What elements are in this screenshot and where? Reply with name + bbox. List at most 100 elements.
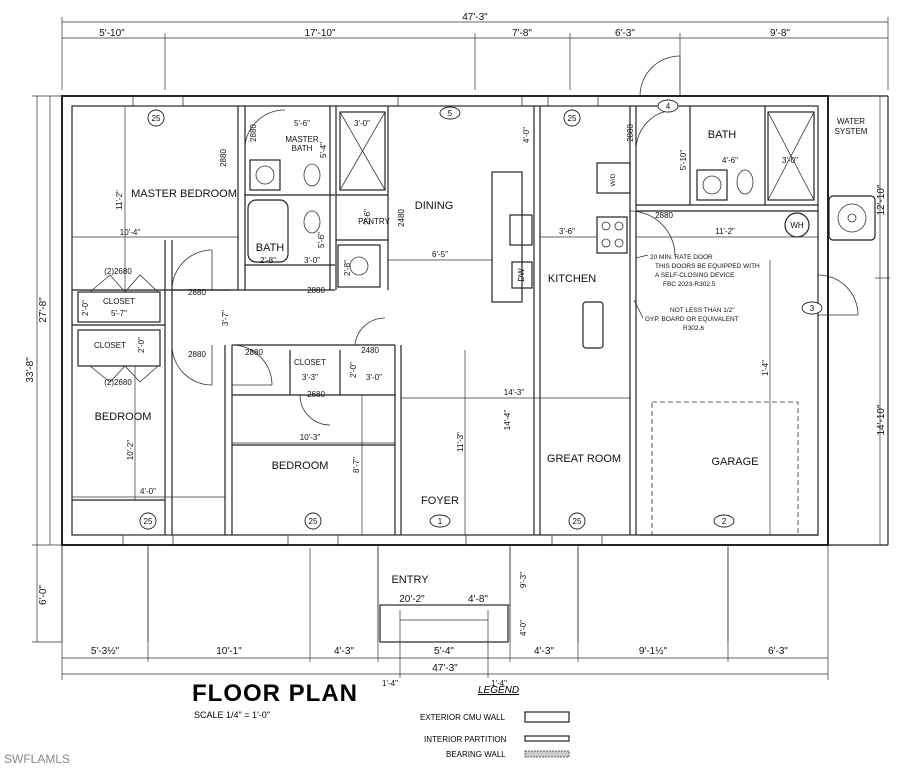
master-bath-label-1: MASTER <box>285 135 319 144</box>
dim-bath-toilet: 3'-0" <box>304 256 320 265</box>
windows <box>122 95 603 546</box>
dim-bottom-small-1: 1'-4" <box>382 679 398 688</box>
dim-bottom-2: 10'-1" <box>216 646 242 657</box>
dim-pantry-door: 2480 <box>397 209 406 227</box>
bedroom-label-2: BEDROOM <box>272 460 329 472</box>
dim-bottom-7: 6'-3" <box>768 646 788 657</box>
master-bath-label-2: BATH <box>292 144 313 153</box>
doors <box>171 55 859 545</box>
dim-bottom-6: 9'-1½" <box>639 646 668 657</box>
dim-top-1: 5'-10" <box>99 28 125 39</box>
interior-dimensions: 11'-2" 10'-4" 5'-6" 3'-0" 2880 5'-4" 2'-… <box>72 106 818 535</box>
bath-label: BATH <box>256 242 285 254</box>
marker-1: 1 <box>438 517 443 526</box>
dim-kitchen-gap: 4'-0" <box>522 127 531 143</box>
dim-top-3: 7'-8" <box>512 28 532 39</box>
dim-closet4-width: 3'-0" <box>366 373 382 382</box>
dim-closet2-doors: (2)2680 <box>104 378 132 387</box>
window-tags: 25 25 25 25 25 <box>139 109 586 530</box>
pantry-label: PANTRY <box>358 217 390 226</box>
note-rate-door-3: A SELF-CLOSING DEVICE <box>655 272 735 279</box>
closet-label-1: CLOSET <box>103 297 135 306</box>
door-markers: 1 2 3 4 5 <box>429 99 823 528</box>
left-closets <box>77 274 161 383</box>
dim-top-overall: 47'-3" <box>462 12 488 23</box>
window-tag-5: 25 <box>573 517 582 526</box>
dim-great-room-depth: 14'-4" <box>503 410 512 431</box>
watermark: SWFLAMLS <box>4 752 71 766</box>
legend-exterior-wall: EXTERIOR CMU WALL <box>420 713 506 722</box>
bedroom-label-1: BEDROOM <box>95 411 152 423</box>
dim-top-5: 9'-8" <box>770 28 790 39</box>
note-rate-door-2: THIS DOORS BE EQUIPPED WITH <box>655 263 760 270</box>
kitchen-fixtures: DW W/D <box>491 162 631 349</box>
dim-bath-tub: 5'-6" <box>317 232 326 248</box>
dim-bedroom1-depth: 10'-2" <box>126 440 135 461</box>
dim-foyer-depth: 11'-3" <box>456 432 465 452</box>
closet-label-2: CLOSET <box>94 341 126 350</box>
dim-closet1-width: 5'-7" <box>111 309 127 318</box>
garage-label: GARAGE <box>711 456 758 468</box>
dim-right-1: 12'-10" <box>876 184 887 215</box>
dim-mb-width: 10'-4" <box>120 228 141 237</box>
dim-linen: 2'-8" <box>343 260 352 276</box>
dim-entry-1: 20'-2" <box>399 594 425 605</box>
dim-garage-width: 11'-2" <box>715 227 735 236</box>
dim-entry-step: 4'-0" <box>519 620 528 636</box>
window-tag-1: 25 <box>152 114 161 123</box>
dim-left-total: 33'-8" <box>25 357 36 383</box>
marker-4: 4 <box>666 102 671 111</box>
dim-mbath-door: 2880 <box>249 124 258 142</box>
dim-mb-depth: 11'-2" <box>115 190 124 210</box>
dim-closet3-door: 2680 <box>307 390 325 399</box>
dim-entry-2: 4'-8" <box>468 594 488 605</box>
dim-hall-door-2: 2880 <box>188 350 206 359</box>
dim-hall: 3'-7" <box>221 310 230 326</box>
dim-great-room-width: 14'-3" <box>504 388 525 397</box>
dim-bottom-5: 4'-3" <box>534 646 554 657</box>
washer-dryer-label: W/D <box>610 173 617 186</box>
dim-bath2-depth: 5'-10" <box>679 150 688 171</box>
dim-bath-door: 2880 <box>307 286 325 295</box>
note-gyp-3: R302.6 <box>683 325 704 332</box>
dim-closet1-depth: 2'-0" <box>81 300 90 316</box>
dim-hall-door-1: 2880 <box>188 288 206 297</box>
bath2-label: BATH <box>708 129 737 141</box>
top-overall-dimension: 47'-3" <box>61 12 889 90</box>
kitchen-label: KITCHEN <box>548 273 596 285</box>
note-rate-door-4: FBC 2023-R302.5 <box>663 281 716 288</box>
dim-kitchen-width: 3'-6" <box>559 227 575 236</box>
plan-title: FLOOR PLAN <box>192 680 358 707</box>
dim-closet4-door: 2480 <box>361 346 379 355</box>
dim-mbath-depth: 5'-4" <box>319 142 328 158</box>
dim-garage-door: 2880 <box>655 211 673 220</box>
dishwasher-label: DW <box>517 268 526 282</box>
dim-bedroom1-width: 4'-0" <box>140 487 156 496</box>
dining-label: DINING <box>415 200 454 212</box>
marker-3: 3 <box>810 304 815 313</box>
dim-right-2: 14'-10" <box>876 404 887 435</box>
dim-mb-door: 2880 <box>219 149 228 167</box>
dim-closet3-depth: 2'-0" <box>349 362 358 378</box>
great-room-label: GREAT ROOM <box>547 453 621 465</box>
marker-5: 5 <box>448 109 453 118</box>
dim-shower2-width: 3'-0" <box>782 156 798 165</box>
dim-pantry-depth: 2'-6" <box>363 209 372 225</box>
system-label: SYSTEM <box>835 127 868 136</box>
room-labels: MASTER BEDROOM MASTER BATH BATH PANTRY D… <box>94 117 868 507</box>
window-tag-2: 25 <box>568 114 577 123</box>
legend-bearing-wall: BEARING WALL <box>446 750 506 759</box>
marker-2: 2 <box>722 517 727 526</box>
legend-interior-partition: INTERIOR PARTITION <box>424 735 507 744</box>
master-bedroom-label: MASTER BEDROOM <box>131 188 237 200</box>
dim-bottom-4: 5'-4" <box>434 646 454 657</box>
window-tag-3: 25 <box>144 517 153 526</box>
note-gyp-1: NOT LESS THAN 1/2" <box>670 307 735 314</box>
entry-porch: 20'-2" 4'-8" 9'-3" 4'-0" ENTRY <box>61 545 729 643</box>
dim-entry-depth: 9'-3" <box>519 572 528 588</box>
dim-garage-depth: 1'-4" <box>761 360 770 376</box>
dim-bedroom2-width: 10'-3" <box>300 433 321 442</box>
top-segment-dimensions: 5'-10" 17'-10" 7'-8" 6'-3" 9'-8" <box>62 28 888 90</box>
dim-hall-door-3: 2880 <box>245 348 263 357</box>
